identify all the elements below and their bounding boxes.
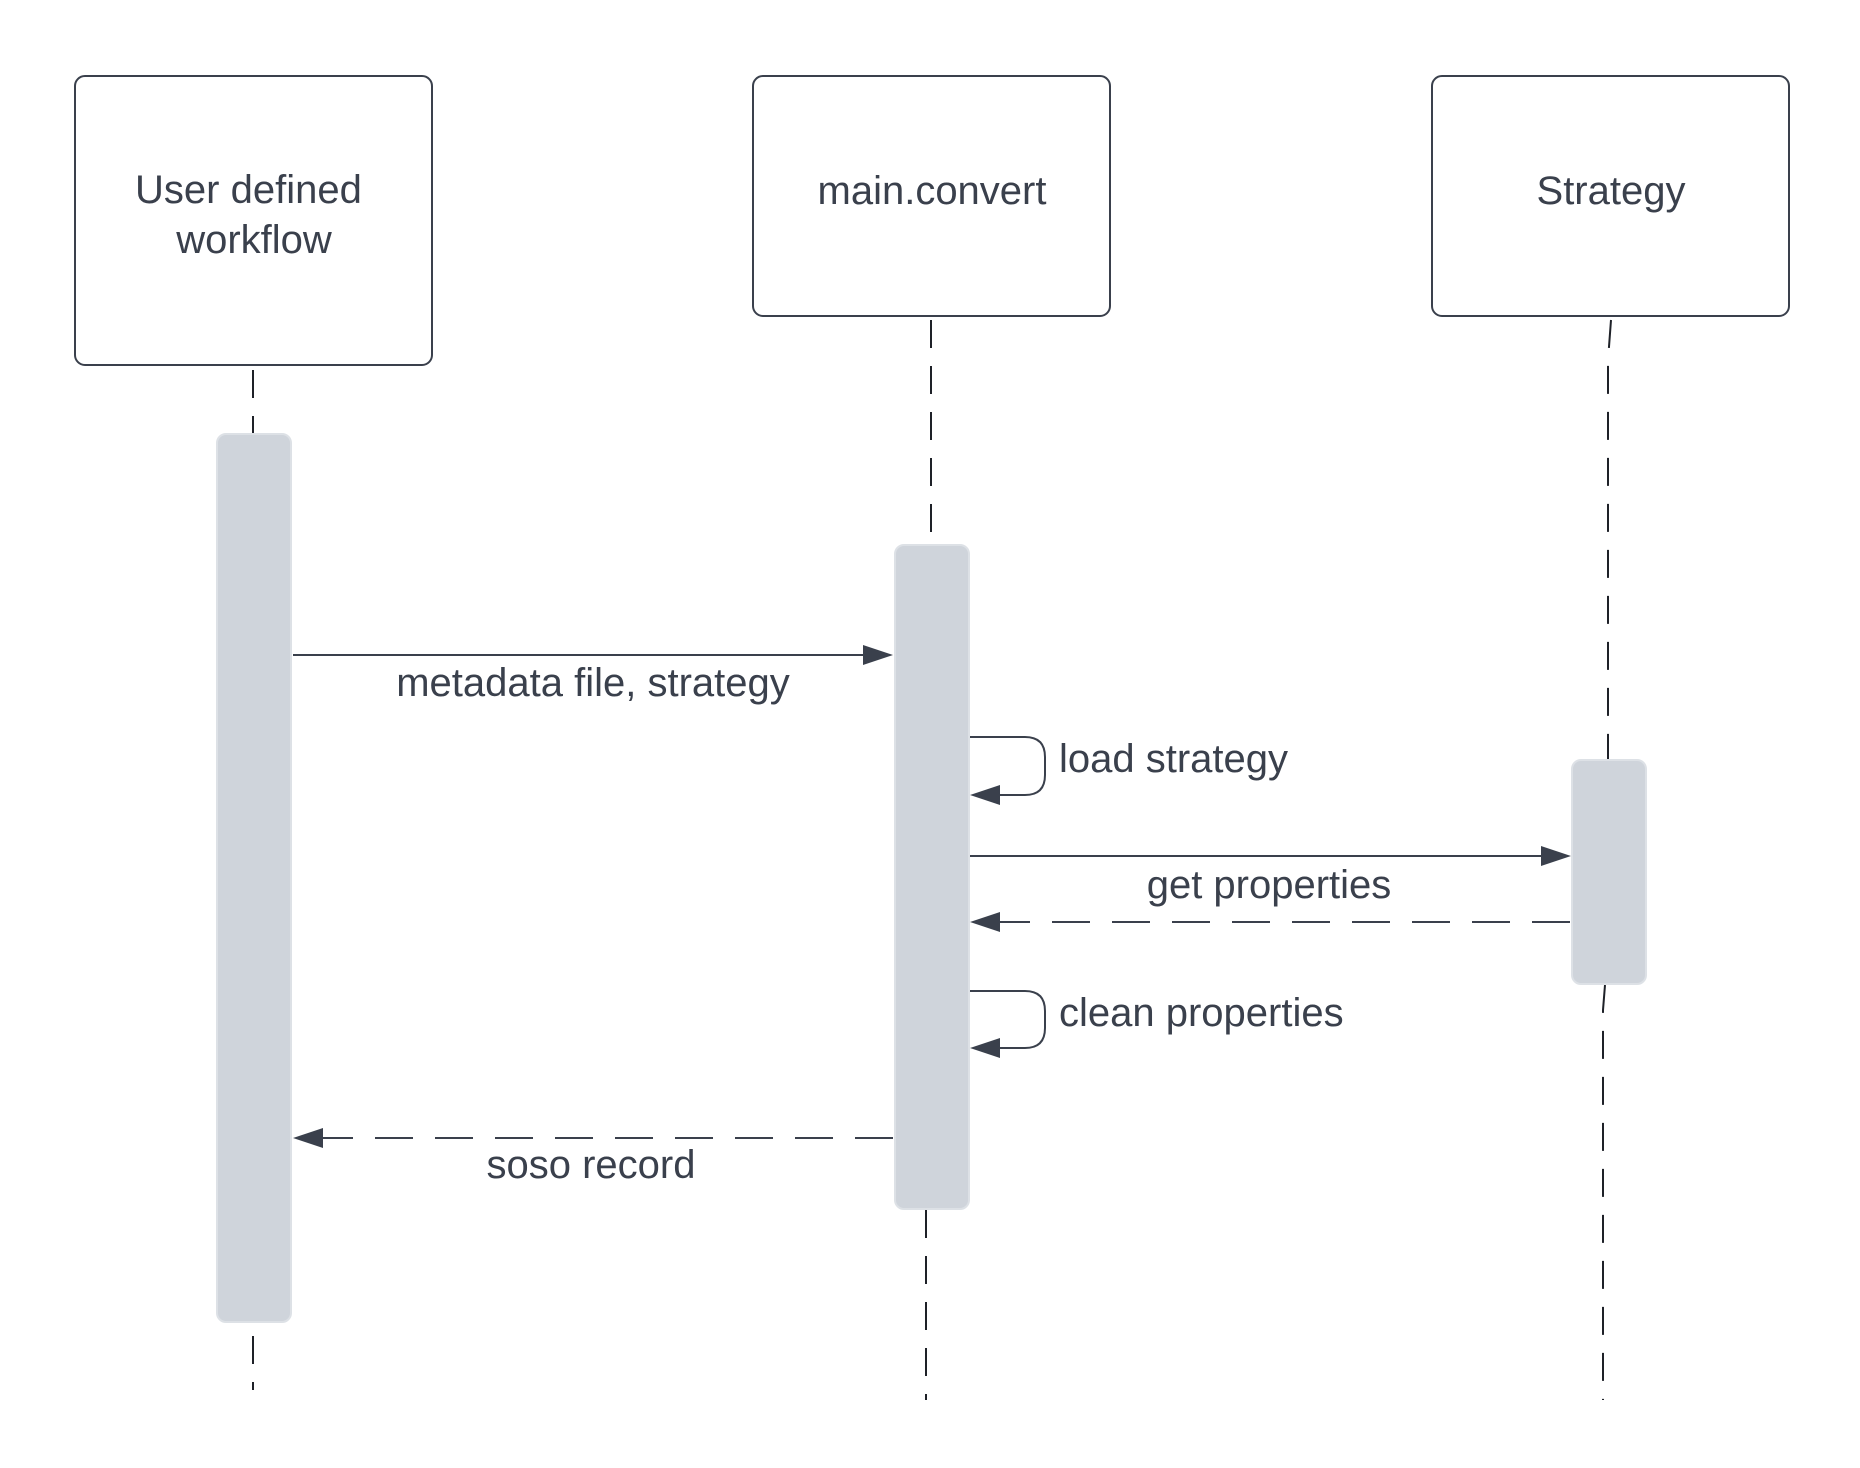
self-call-loop (970, 736, 1046, 796)
activation-strategy (1571, 759, 1647, 985)
message-clean-properties: clean properties (970, 990, 1344, 1058)
message-label: get properties (1147, 863, 1392, 907)
svg-text:main.convert: main.convert (818, 169, 1047, 213)
message-label: soso record (487, 1143, 696, 1187)
activation-convert (894, 544, 970, 1210)
participant-box-strategy (1431, 75, 1790, 317)
participant-label-convert: main.convert (818, 169, 1047, 213)
arrowhead-left (970, 785, 1000, 805)
svg-text:Strategy: Strategy (1537, 169, 1686, 213)
participant-label-workflow-line2: workflow (175, 218, 332, 262)
activation-workflow (216, 433, 292, 1323)
participant-box-convert (752, 75, 1111, 317)
lifeline-convert (925, 320, 932, 1400)
participant-box-workflow (74, 75, 433, 366)
message-load-strategy: load strategy (970, 736, 1288, 805)
participant-convert: main.convert (752, 75, 1111, 317)
message-get-properties: get properties (970, 846, 1571, 907)
participant-strategy: Strategy (1431, 75, 1790, 317)
participant-workflow: User defined workflow (74, 75, 433, 366)
arrowhead-right (863, 645, 893, 665)
self-call-loop (970, 990, 1046, 1049)
message-label: load strategy (1059, 737, 1288, 781)
message-metadata-file-strategy: metadata file, strategy (293, 645, 893, 705)
message-label: metadata file, strategy (396, 661, 790, 705)
participant-label-workflow-line1: User defined (135, 168, 362, 212)
participant-label-strategy: Strategy (1537, 169, 1686, 213)
svg-text:User defined workflow: User defined workflow (135, 168, 373, 262)
lifeline-strategy (1602, 319, 1612, 1400)
arrowhead-left (970, 1038, 1000, 1058)
arrowhead-right (1541, 846, 1571, 866)
message-properties-return (970, 912, 1570, 932)
arrowhead-left (970, 912, 1000, 932)
arrowhead-left (293, 1128, 323, 1148)
message-soso-record: soso record (293, 1128, 893, 1187)
activations (216, 433, 1647, 1323)
message-label: clean properties (1059, 991, 1344, 1035)
